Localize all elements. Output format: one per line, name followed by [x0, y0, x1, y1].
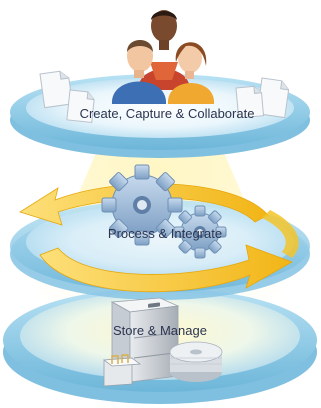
process-integrate-label: Process & Integrate — [108, 226, 222, 241]
create-capture-collaborate-label: Create, Capture & Collaborate — [80, 106, 255, 121]
file-cabinet-icon — [102, 297, 180, 387]
cycle-arrow-icon — [19, 183, 299, 293]
people-group-icon — [111, 10, 215, 104]
gear-icon — [101, 164, 227, 259]
disc-stack-icon — [169, 341, 223, 382]
store-manage-label: Store & Manage — [113, 323, 207, 338]
document-icon — [39, 70, 290, 123]
